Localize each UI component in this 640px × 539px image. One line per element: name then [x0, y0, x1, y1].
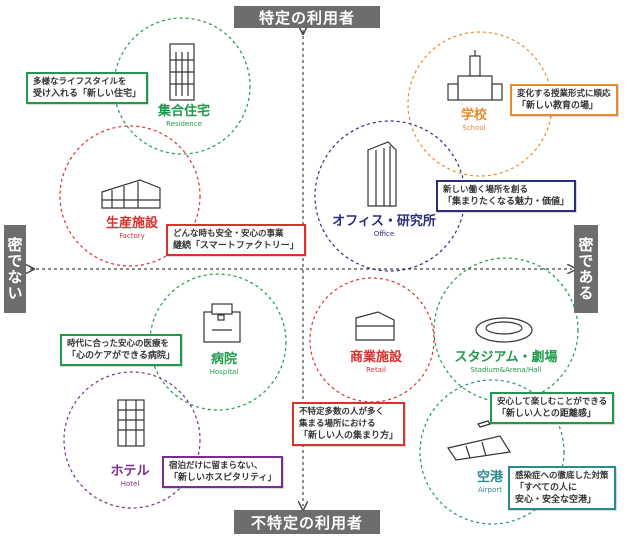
node-retail-jp: 商業施設	[349, 350, 402, 365]
node-school: 学校 School	[444, 108, 504, 133]
hotel-icon	[117, 399, 145, 447]
factory-icon	[101, 179, 161, 209]
node-stadium: スタジアム・劇場 Stadium&Arena/Hall	[448, 350, 564, 375]
residence-icon	[169, 43, 195, 101]
node-hotel: ホテル Hotel	[102, 464, 158, 489]
node-school-jp: 学校	[460, 108, 487, 123]
callout-hospital-line1: 時代に合った安心の医療を	[67, 339, 170, 349]
node-airport-en: Airport	[478, 486, 502, 494]
callout-airport: 感染症への徹底した対策 「すべての人に 安心・安全な空港」	[508, 466, 616, 510]
callout-school: 変化する授業形式に順応 「新しい教育の場」	[510, 84, 618, 116]
hospital-icon	[203, 303, 241, 343]
node-hospital-en: Hospital	[209, 368, 239, 376]
callout-stadium-line2: 「新しい人との距離感」	[497, 409, 596, 419]
node-retail: 商業施設 Retail	[344, 350, 408, 375]
node-hotel-en: Hotel	[120, 480, 140, 488]
callout-stadium: 安心して楽しむことができる 「新しい人との距離感」	[490, 392, 615, 424]
callout-office-line1: 新しい働く場所を創る	[443, 185, 529, 195]
callout-hotel: 宿泊だけに留まらない、 「新しいホスピタリティ」	[162, 456, 284, 488]
node-factory-en: Factory	[119, 232, 145, 240]
callout-retail-line1: 不特定多数の人が多く	[299, 407, 385, 417]
callout-school-line1: 変化する授業形式に順応	[517, 89, 611, 99]
node-residence-en: Residence	[166, 120, 202, 128]
callout-hotel-line1: 宿泊だけに留まらない、	[169, 461, 263, 471]
school-icon	[447, 50, 503, 101]
axis-label-right: 密である	[574, 225, 598, 313]
residence-circle	[113, 17, 251, 155]
node-airport: 空港 Airport	[462, 470, 518, 495]
stadium-circle	[433, 257, 579, 403]
hospital-circle	[149, 273, 287, 411]
node-factory: 生産施設 Factory	[100, 216, 164, 241]
axis-label-top: 特定の利用者	[234, 6, 380, 28]
axis-label-left: 密でない	[4, 225, 26, 313]
node-airport-jp: 空港	[476, 470, 503, 485]
callout-stadium-line1: 安心して楽しむことができる	[497, 397, 608, 407]
callout-hotel-line2: 「新しいホスピタリティ」	[169, 473, 277, 483]
node-office: オフィス・研究所 Office	[322, 214, 446, 239]
callout-factory-line2: 継続「スマートファクトリー」	[173, 241, 299, 251]
callout-retail-line3: 「新しい人の集まり方」	[299, 431, 399, 441]
node-stadium-en: Stadium&Arena/Hall	[470, 366, 542, 374]
hotel-circle	[63, 371, 201, 509]
office-icon	[367, 141, 397, 207]
node-office-en: Office	[373, 230, 395, 238]
node-factory-jp: 生産施設	[105, 216, 158, 231]
node-retail-en: Retail	[366, 366, 386, 374]
callout-hospital-line2: 「心のケアができる病院」	[67, 351, 175, 361]
callout-office: 新しい働く場所を創る 「集まりたくなる魅力・価値」	[436, 180, 577, 212]
callout-residence-line2: 受け入れる「新しい住宅」	[33, 89, 142, 99]
node-hospital-jp: 病院	[210, 352, 237, 367]
callout-residence-line1: 多様なライフスタイルを	[33, 77, 127, 87]
callout-school-line2: 「新しい教育の場」	[517, 101, 599, 111]
node-hotel-jp: ホテル	[110, 464, 150, 479]
factory-circle	[59, 125, 201, 267]
callout-airport-line3: 安心・安全な空港」	[515, 495, 597, 505]
callout-retail: 不特定多数の人が多く 集まる場所における 「新しい人の集まり方」	[292, 402, 406, 446]
node-residence-jp: 集合住宅	[157, 104, 210, 119]
callout-airport-line1: 感染症への徹底した対策	[515, 471, 609, 481]
node-office-jp: オフィス・研究所	[332, 214, 436, 229]
airport-circle	[419, 379, 565, 525]
axis-label-bottom: 不特定の利用者	[234, 510, 380, 534]
node-residence: 集合住宅 Residence	[152, 104, 216, 129]
callout-retail-line2: 集まる場所における	[299, 419, 376, 429]
callout-hospital: 時代に合った安心の医療を 「心のケアができる病院」	[60, 334, 182, 366]
callout-factory-line1: どんな時も安全・安心の事業	[173, 229, 284, 239]
node-hospital: 病院 Hospital	[196, 352, 252, 377]
node-stadium-jp: スタジアム・劇場	[454, 350, 558, 365]
retail-icon	[355, 311, 395, 341]
callout-factory: どんな時も安全・安心の事業 継続「スマートファクトリー」	[166, 224, 306, 256]
stadium-icon	[475, 317, 533, 343]
node-school-en: School	[462, 124, 486, 132]
airport-icon	[447, 420, 511, 461]
callout-residence: 多様なライフスタイルを 受け入れる「新しい住宅」	[26, 72, 149, 104]
callout-office-line2: 「集まりたくなる魅力・価値」	[443, 197, 570, 207]
callout-airport-line2: 「すべての人に	[515, 483, 578, 493]
